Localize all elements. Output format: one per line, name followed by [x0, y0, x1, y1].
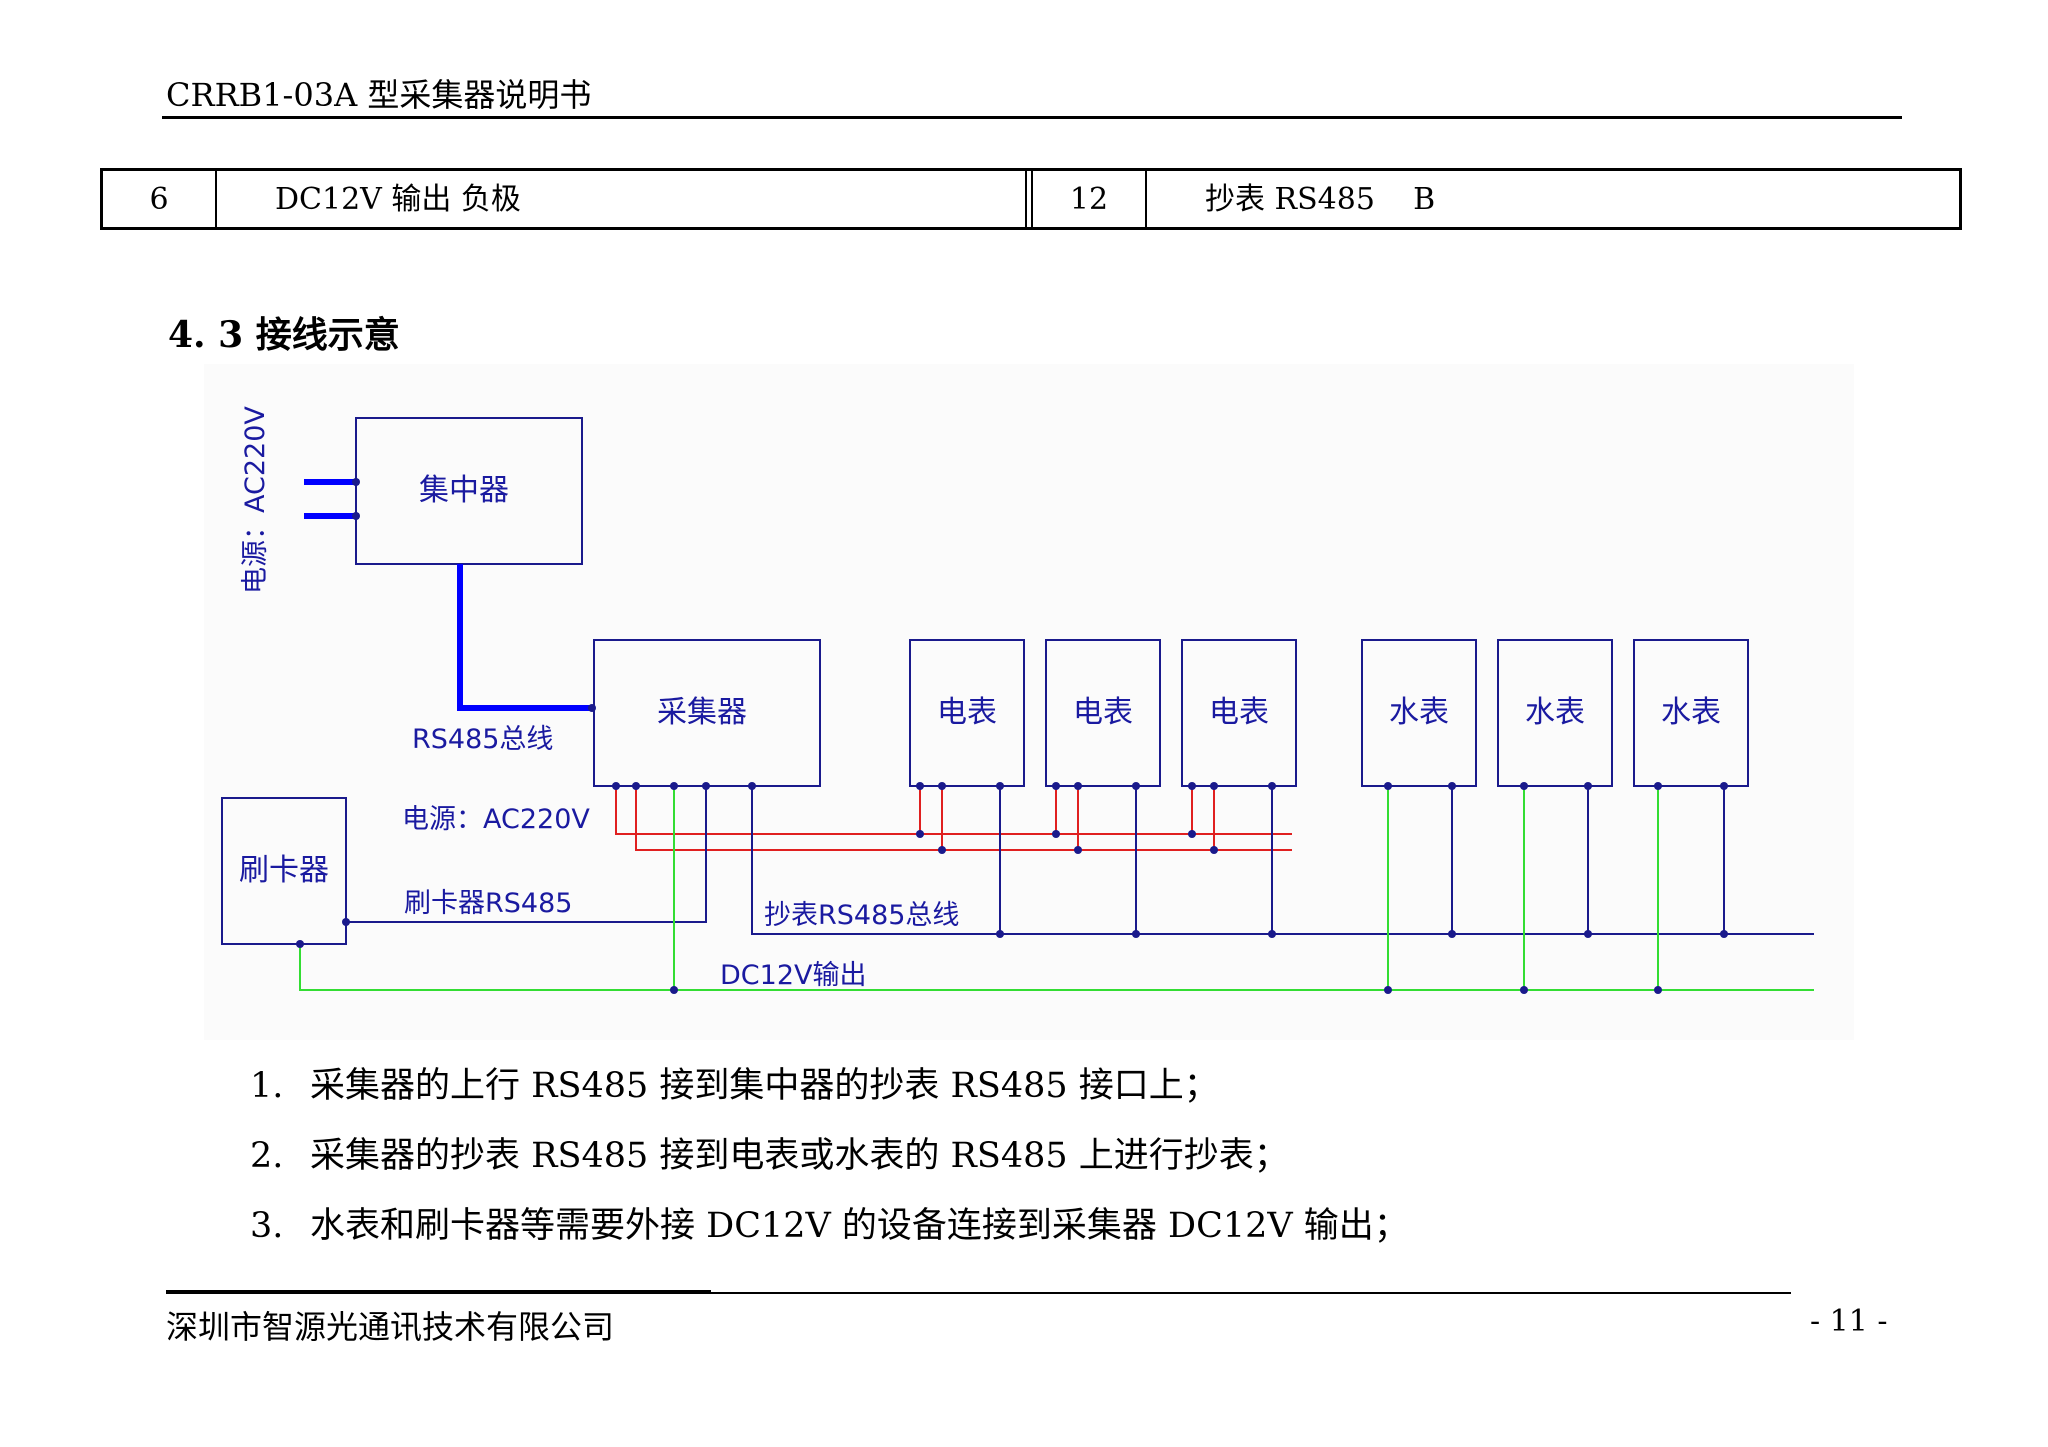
footer-company: 深圳市智源光通讯技术有限公司 — [166, 1308, 615, 1346]
card-reader-rs485-line — [346, 786, 707, 923]
pin-description-cell: 抄表 RS485 B — [1205, 182, 1436, 217]
meter-bus-drops — [999, 786, 1725, 934]
electric-meter: 电表 — [1181, 639, 1297, 787]
pin-number-cell: 6 — [149, 182, 169, 217]
concentrator-label: 集中器 — [419, 473, 509, 508]
header-rule — [162, 116, 1902, 119]
card-reader-box — [221, 797, 347, 945]
concentrator-power-label: 电源：AC220V — [240, 406, 271, 594]
water-meter: 水表 — [1361, 639, 1477, 787]
note-text: 水表和刷卡器等需要外接 DC12V 的设备连接到采集器 DC12V 输出； — [310, 1206, 1409, 1246]
footer-rule-accent — [166, 1290, 711, 1294]
upstream-rs485-bus — [457, 564, 592, 711]
collector-power-label: 电源：AC220V — [402, 804, 590, 835]
list-item: 2. 采集器的抄表 RS485 接到电表或水表的 RS485 上进行抄表； — [250, 1128, 1409, 1198]
junction-dots — [296, 478, 1728, 994]
pin-table: 6 DC12V 输出 负极 12 抄表 RS485 B — [100, 168, 1962, 230]
pin-number-cell: 12 — [1069, 182, 1109, 217]
table-divider — [1145, 171, 1147, 227]
note-number: 1. — [250, 1066, 284, 1106]
meter-rs485-bus — [751, 786, 1814, 935]
electric-meter-label: 电表 — [1073, 695, 1133, 730]
wiring-diagram: 电源：AC220V 集中器 RS485总线 采集器 电源：AC220V 刷卡器 … — [204, 364, 1854, 1040]
card-reader-label: 刷卡器 — [239, 853, 329, 888]
table-divider — [1031, 171, 1033, 227]
section-title: 4. 3 接线示意 — [168, 314, 400, 356]
notes-list: 1. 采集器的上行 RS485 接到集中器的抄表 RS485 接口上； 2. 采集器… — [250, 1058, 1409, 1268]
list-item: 3. 水表和刷卡器等需要外接 DC12V 的设备连接到采集器 DC12V 输出； — [250, 1198, 1409, 1268]
concentrator-box — [355, 417, 583, 565]
power-line-1 — [615, 786, 1292, 835]
power-line-2 — [635, 786, 1292, 851]
rs485-bus-label: RS485总线 — [412, 724, 553, 755]
page-number: - 11 - — [1810, 1304, 1888, 1339]
water-meter: 水表 — [1497, 639, 1613, 787]
table-divider — [1025, 171, 1027, 227]
water-meter-dc12v-drops — [1387, 786, 1659, 990]
dc12v-label: DC12V输出 — [720, 960, 866, 991]
note-text: 采集器的上行 RS485 接到集中器的抄表 RS485 接口上； — [310, 1066, 1219, 1106]
pin-description-cell: DC12V 输出 负极 — [275, 182, 521, 217]
collector-label: 采集器 — [657, 695, 747, 730]
electric-meter: 电表 — [909, 639, 1025, 787]
electric-meter-label: 电表 — [1209, 695, 1269, 730]
water-meter-label: 水表 — [1661, 695, 1721, 730]
list-item: 1. 采集器的上行 RS485 接到集中器的抄表 RS485 接口上； — [250, 1058, 1409, 1128]
note-number: 2. — [250, 1136, 284, 1176]
water-meter: 水表 — [1633, 639, 1749, 787]
note-text: 采集器的抄表 RS485 接到电表或水表的 RS485 上进行抄表； — [310, 1136, 1289, 1176]
footer-rule — [166, 1292, 1791, 1294]
wiring-diagram-svg: 电源：AC220V 集中器 RS485总线 采集器 电源：AC220V 刷卡器 … — [221, 406, 1814, 994]
card-reader-rs485-label: 刷卡器RS485 — [404, 888, 572, 919]
meter-rs485-bus-label: 抄表RS485总线 — [764, 900, 959, 931]
electric-meter: 电表 — [1045, 639, 1161, 787]
meter-power-drops — [919, 786, 1215, 850]
document-header-title: CRRB1-03A 型采集器说明书 — [166, 76, 592, 114]
table-divider — [215, 171, 217, 227]
dc12v-output-line — [299, 944, 1814, 991]
note-number: 3. — [250, 1206, 284, 1246]
water-meter-label: 水表 — [1389, 695, 1449, 730]
water-meter-label: 水表 — [1525, 695, 1585, 730]
electric-meter-label: 电表 — [937, 695, 997, 730]
